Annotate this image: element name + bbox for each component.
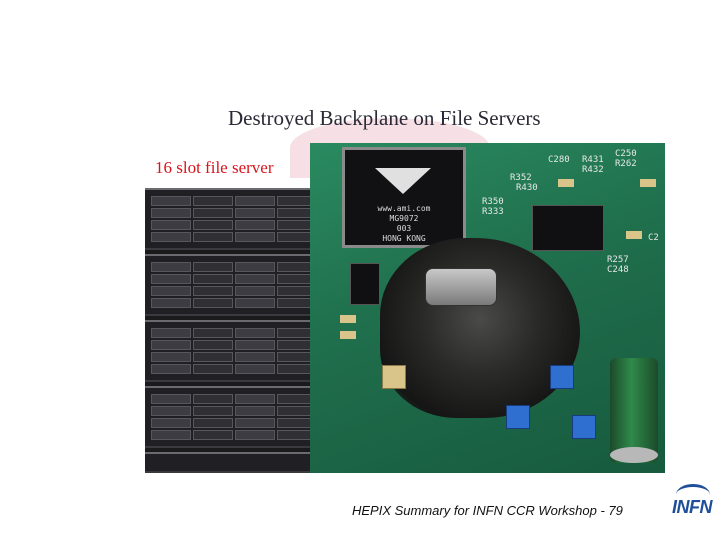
crystal-oscillator [425,268,497,306]
chip-line: MG9072 [389,214,419,223]
slide-footer: HEPIX Summary for INFN CCR Workshop - 79 [352,503,623,518]
ami-chip: www.ami.com MG9072 003 HONG KONG [342,147,466,248]
blue-trimmer [506,405,530,429]
board-label: R333 [482,207,504,217]
rack-unit [145,386,335,448]
board-label: R352 [510,173,532,183]
ami-logo-icon [375,168,431,194]
slide-title: Destroyed Backplane on File Servers [228,106,541,130]
ic-chip [532,205,604,251]
board-label: C250 [615,149,637,159]
blue-trimmer [550,365,574,389]
file-server-photo [145,188,335,473]
board-label: R257 [607,255,629,265]
board-label: R430 [516,183,538,193]
board-label: R262 [615,159,637,169]
infn-logo-arc-icon [676,484,710,505]
board-label: C2 [648,233,659,243]
chip-line: HONG KONG [382,234,426,243]
board-label: R350 [482,197,504,207]
rack-unit [145,188,335,250]
rack-unit [145,254,335,316]
burnt-backplane-photo: www.ami.com MG9072 003 HONG KONG C280 R4… [310,143,665,473]
chip-line: www.ami.com [377,204,431,213]
board-label: R432 [582,165,604,175]
infn-logo: INFN [672,497,713,517]
board-label: C248 [607,265,629,275]
slide-subtitle: 16 slot file server [155,158,274,177]
rack-unit [145,320,335,382]
board-label: R431 [582,155,604,165]
pin-header [382,365,406,389]
electrolytic-capacitor [610,358,658,463]
chip-line: 003 [396,224,412,233]
rack-unit [145,452,335,473]
ic-chip [350,263,380,305]
board-label: C280 [548,155,570,165]
blue-trimmer [572,415,596,439]
